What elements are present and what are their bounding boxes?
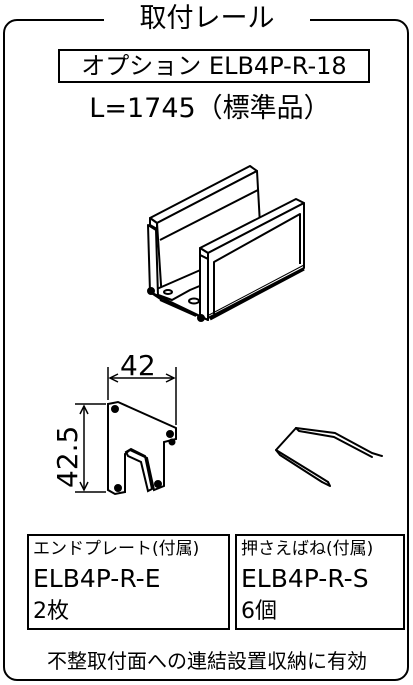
dimension-height [75, 403, 106, 493]
dimension-width [107, 367, 177, 425]
rail-illustration [147, 165, 305, 322]
end-plate-drawing [107, 400, 177, 496]
spring-label: 押さえばね(付属) [241, 539, 374, 559]
dimension-height-label: 42.5 [51, 426, 84, 488]
option-part-number: オプション ELB4P-R-18 [58, 49, 370, 83]
end-plate-accessory: エンドプレート(付属) ELB4P-R-E 2枚 [27, 534, 230, 630]
standard-length: L=1745（標準品） [89, 93, 331, 124]
spring-accessory: 押さえばね(付属) ELB4P-R-S 6個 [235, 534, 405, 630]
dimension-width-label: 42 [120, 349, 156, 382]
usage-note: 不整取付面への連結設置収納に有効 [47, 649, 367, 673]
diagram-title: 取付レール [104, 1, 310, 37]
end-plate-quantity: 2枚 [33, 599, 69, 624]
spring-code: ELB4P-R-S [241, 564, 369, 593]
spring-quantity: 6個 [241, 599, 277, 624]
spring-clip-drawing [275, 427, 383, 487]
end-plate-label: エンドプレート(付属) [33, 539, 200, 559]
end-plate-code: ELB4P-R-E [33, 564, 161, 593]
